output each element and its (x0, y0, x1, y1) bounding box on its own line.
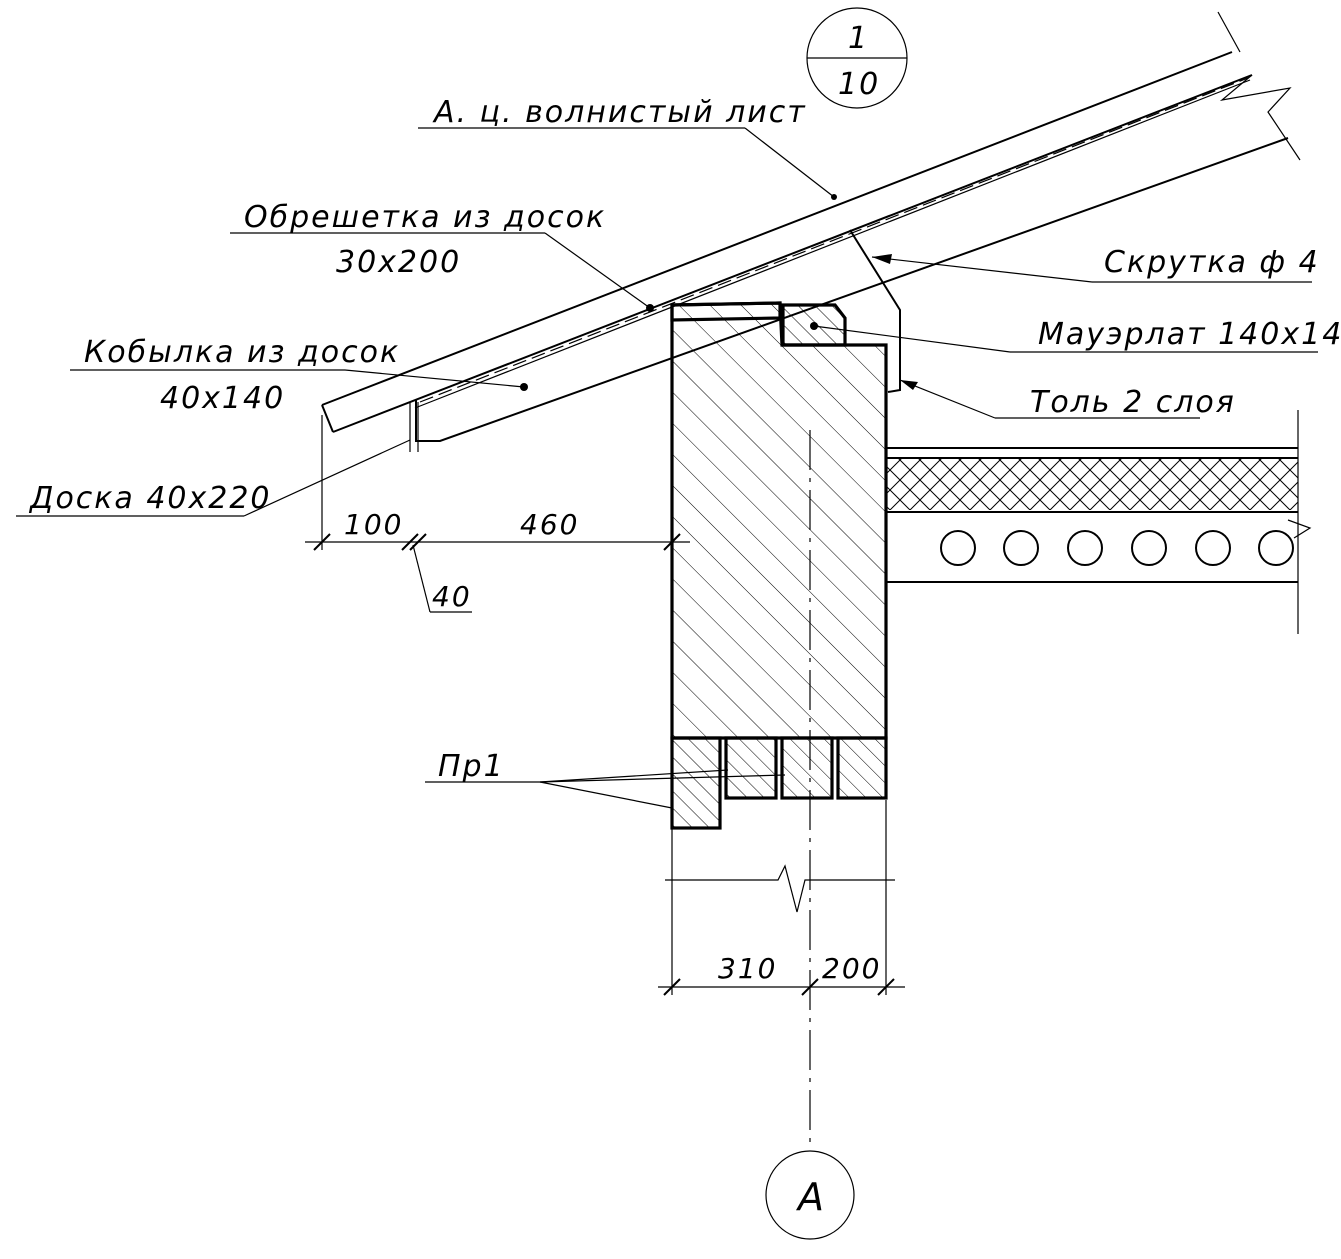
lathing-label-line1: Обрешетка из досок (244, 200, 606, 235)
dim-310: 310 (718, 952, 777, 985)
lintels (670, 736, 888, 830)
callout-board: Доска 40х220 (16, 439, 411, 517)
wall-dimensions: 310 200 (658, 800, 905, 996)
lintel-label: Пр1 (438, 749, 505, 784)
sheet-reference-bubble: 1 10 (806, 7, 908, 109)
filly-label-line2: 40х140 (160, 381, 285, 416)
twist-label: Скрутка ф 4 (1104, 245, 1320, 280)
twist-wire (849, 229, 901, 393)
lathing-label-line2: 30х200 (336, 245, 461, 280)
roof-sheet (321, 11, 1301, 433)
brick-wall (670, 301, 888, 740)
dim-100: 100 (344, 508, 403, 541)
axis-label: А (795, 1175, 826, 1219)
callout-twist: Скрутка ф 4 (871, 245, 1320, 283)
board-label: Доска 40х220 (28, 481, 272, 516)
callout-lintel: Пр1 (425, 749, 786, 809)
callout-filly: Кобылка из досок 40х140 (70, 335, 525, 416)
sill-plate-label: Мауэрлат 140х140 (1038, 317, 1341, 352)
dim-200: 200 (822, 952, 881, 985)
dim-460: 460 (520, 508, 579, 541)
dim-40: 40 (432, 580, 472, 613)
sheet-denominator: 10 (838, 67, 880, 102)
eave-dimensions: 100 460 40 (305, 415, 690, 613)
callout-roof-sheet: А. ц. волнистый лист (418, 95, 837, 200)
axis-marker: А (765, 430, 855, 1240)
sheet-number: 1 (848, 21, 869, 56)
callout-roofing-felt: Толь 2 слоя (899, 379, 1236, 420)
sill-plate (781, 303, 847, 347)
roof-sheet-label: А. ц. волнистый лист (432, 95, 807, 130)
callout-lathing: Обрешетка из досок 30х200 (230, 200, 654, 312)
callout-sill-plate: Мауэрлат 140х140 (813, 317, 1341, 353)
roofing-felt-label: Толь 2 слоя (1030, 385, 1236, 420)
floor-slab (886, 410, 1312, 634)
filly-label-line1: Кобылка из досок (84, 335, 400, 370)
